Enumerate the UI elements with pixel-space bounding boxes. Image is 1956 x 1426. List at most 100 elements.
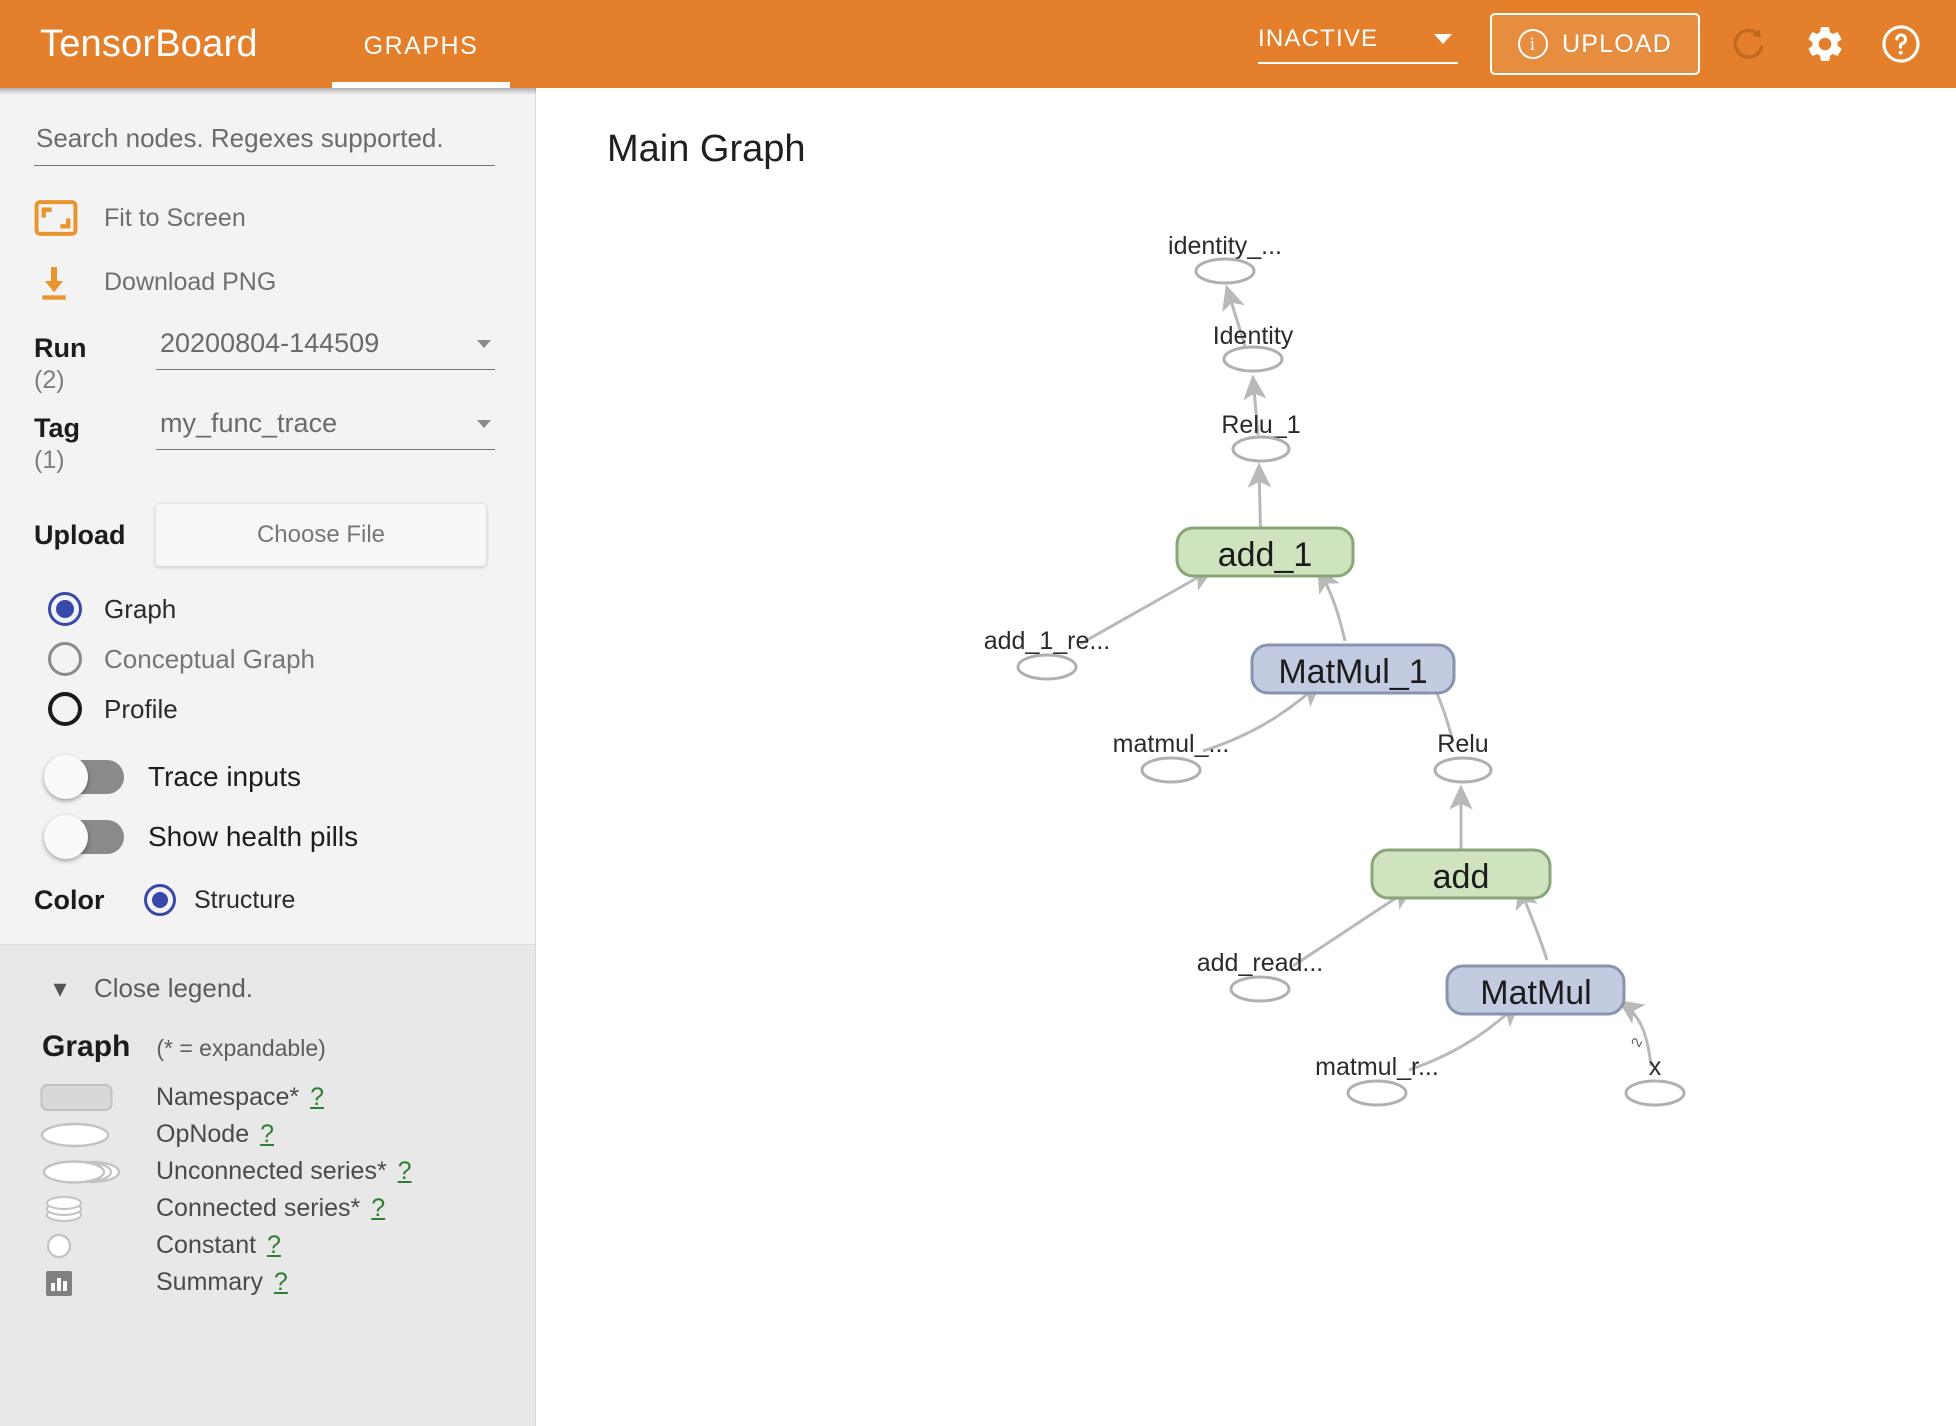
legend-item-constant: Constant ? bbox=[34, 1230, 501, 1261]
connected-series-swatch-icon bbox=[34, 1193, 126, 1225]
radio-graph-indicator bbox=[48, 592, 82, 627]
header-right-controls: INACTIVE i UPLOAD bbox=[1257, 13, 1956, 75]
legend-item-unconnected-series: Unconnected series* ? bbox=[34, 1156, 501, 1187]
gear-icon[interactable] bbox=[1798, 17, 1852, 71]
close-legend-label: Close legend. bbox=[94, 973, 253, 1004]
download-png-button[interactable]: Download PNG bbox=[34, 262, 495, 302]
search-box bbox=[34, 122, 495, 166]
info-icon: i bbox=[1517, 29, 1548, 59]
graph-node-x[interactable]: x bbox=[1624, 1053, 1686, 1107]
toggle-show-health-pills-label: Show health pills bbox=[148, 821, 359, 853]
fit-to-screen-button[interactable]: Fit to Screen bbox=[34, 200, 495, 236]
tag-value: my_func_trace bbox=[160, 408, 338, 439]
upload-label: Upload bbox=[34, 519, 126, 550]
svg-text:MatMul: MatMul bbox=[1480, 974, 1591, 1012]
run-status-value: INACTIVE bbox=[1257, 24, 1379, 52]
help-link[interactable]: ? bbox=[397, 1157, 412, 1186]
namespace-swatch-icon bbox=[34, 1083, 126, 1113]
help-link[interactable]: ? bbox=[267, 1231, 281, 1260]
legend-heading: Graph (* = expandable) bbox=[34, 1030, 501, 1064]
radio-profile[interactable]: Profile bbox=[34, 692, 495, 727]
upload-button[interactable]: i UPLOAD bbox=[1489, 13, 1700, 75]
legend-item-label: Unconnected series* ? bbox=[156, 1157, 412, 1186]
app-header: TensorBoard GRAPHS INACTIVE i UPLOAD bbox=[0, 0, 1956, 88]
svg-text:matmul_...: matmul_... bbox=[1113, 730, 1230, 758]
close-legend-button[interactable]: ▾ Close legend. bbox=[34, 973, 501, 1004]
svg-text:identity_...: identity_... bbox=[1168, 232, 1282, 260]
upload-button-label: UPLOAD bbox=[1561, 29, 1672, 58]
edge-label-count: 2 bbox=[1628, 1035, 1646, 1050]
svg-text:add: add bbox=[1433, 858, 1490, 896]
search-input[interactable] bbox=[34, 122, 495, 155]
graph-node-identity[interactable]: Identity bbox=[1213, 322, 1294, 373]
help-link[interactable]: ? bbox=[260, 1120, 274, 1149]
sidebar-controls: Fit to Screen Download PNG Run (2) bbox=[0, 88, 535, 944]
download-icon bbox=[34, 262, 104, 302]
run-value: 20200804-144509 bbox=[160, 328, 380, 358]
radio-conceptual-graph-label: Conceptual Graph bbox=[104, 643, 316, 674]
help-link[interactable]: ? bbox=[371, 1194, 386, 1223]
svg-text:add_1_re...: add_1_re... bbox=[984, 627, 1111, 655]
legend-panel: ▾ Close legend. Graph (* = expandable) N… bbox=[0, 944, 535, 1426]
tag-count: (1) bbox=[34, 445, 65, 474]
graph-node-matmul[interactable]: MatMul bbox=[1445, 964, 1626, 1016]
graph-svg[interactable]: 2 identity_... Identity Relu_1 add_1 bbox=[537, 88, 1956, 1426]
svg-text:Relu: Relu bbox=[1437, 730, 1488, 758]
svg-text:Identity: Identity bbox=[1213, 322, 1294, 350]
legend-item-label: OpNode ? bbox=[156, 1120, 274, 1149]
toggle-show-health-pills-switch bbox=[44, 815, 124, 860]
color-label: Color bbox=[34, 884, 105, 915]
radio-conceptual-graph[interactable]: Conceptual Graph bbox=[34, 642, 495, 677]
radio-structure-label: Structure bbox=[194, 885, 296, 914]
run-status-dropdown[interactable]: INACTIVE bbox=[1257, 24, 1458, 64]
legend-item-label: Connected series* ? bbox=[156, 1194, 386, 1223]
legend-item-label: Constant ? bbox=[156, 1231, 281, 1260]
page-title: Main Graph bbox=[607, 128, 806, 170]
graph-node-matmul-1[interactable]: MatMul_1 bbox=[1250, 643, 1456, 695]
radio-profile-label: Profile bbox=[104, 693, 178, 724]
legend-note: (* = expandable) bbox=[156, 1035, 326, 1062]
legend-title: Graph bbox=[42, 1030, 131, 1064]
chevron-down-icon bbox=[1433, 33, 1452, 44]
choose-file-button[interactable]: Choose File bbox=[156, 504, 486, 567]
graph-canvas[interactable]: Main Graph bbox=[537, 88, 1956, 1426]
svg-text:add_1: add_1 bbox=[1218, 536, 1313, 574]
run-label: Run (2) bbox=[34, 328, 156, 394]
legend-item-opnode: OpNode ? bbox=[34, 1119, 501, 1150]
graph-node-add-read[interactable]: add_read... bbox=[1197, 949, 1324, 1003]
help-link[interactable]: ? bbox=[273, 1268, 288, 1297]
refresh-icon[interactable] bbox=[1722, 17, 1776, 71]
help-link[interactable]: ? bbox=[310, 1083, 324, 1112]
graph-node-add[interactable]: add bbox=[1370, 848, 1552, 900]
run-select[interactable]: 20200804-144509 bbox=[156, 328, 495, 370]
header-tabs: GRAPHS bbox=[331, 0, 511, 88]
toggle-show-health-pills[interactable]: Show health pills bbox=[34, 815, 495, 860]
legend-item-label: Summary ? bbox=[156, 1268, 288, 1297]
graph-node-matmul-read[interactable]: matmul_r... bbox=[1315, 1053, 1439, 1107]
run-count: (2) bbox=[34, 365, 65, 394]
fit-to-screen-icon bbox=[34, 200, 104, 236]
download-png-label: Download PNG bbox=[104, 267, 277, 296]
color-field: Color Structure bbox=[34, 880, 495, 944]
graph-node-relu-1[interactable]: Relu_1 bbox=[1221, 411, 1301, 463]
tab-graphs[interactable]: GRAPHS bbox=[331, 0, 511, 88]
svg-text:add_read...: add_read... bbox=[1197, 949, 1324, 977]
legend-item-summary: Summary ? bbox=[34, 1267, 501, 1298]
radio-structure-indicator[interactable] bbox=[144, 884, 176, 917]
radio-conceptual-graph-indicator bbox=[48, 642, 82, 677]
tag-select[interactable]: my_func_trace bbox=[156, 408, 495, 451]
graph-node-identity-out[interactable]: identity_... bbox=[1168, 232, 1282, 285]
toggle-trace-inputs[interactable]: Trace inputs bbox=[34, 755, 495, 800]
graph-node-add-1[interactable]: add_1 bbox=[1175, 526, 1355, 578]
radio-profile-indicator bbox=[48, 692, 82, 727]
unconnected-series-swatch-icon bbox=[34, 1157, 126, 1187]
graph-node-relu[interactable]: Relu bbox=[1433, 730, 1493, 784]
graph-node-add-1-read[interactable]: add_1_re... bbox=[984, 627, 1111, 681]
help-icon[interactable] bbox=[1874, 17, 1928, 71]
chevron-down-icon: ▾ bbox=[53, 973, 67, 1004]
svg-text:x: x bbox=[1649, 1053, 1662, 1081]
radio-graph[interactable]: Graph bbox=[34, 592, 495, 627]
tag-field: Tag (1) my_func_trace bbox=[34, 408, 495, 474]
graph-node-matmul-read-1[interactable]: matmul_... bbox=[1113, 730, 1230, 784]
